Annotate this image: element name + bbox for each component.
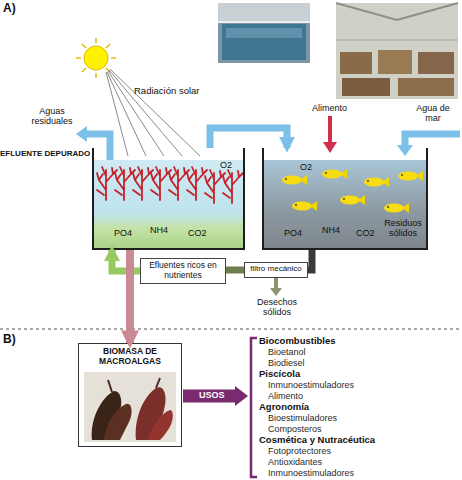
chemical-label: PO4 — [114, 228, 132, 238]
effluent-pipe — [226, 267, 244, 274]
box-label: filtro mecánico — [245, 265, 307, 274]
use-item: Fotoprotectores — [268, 446, 331, 456]
use-heading: Biocombustibles — [259, 336, 336, 347]
effluent-pipe — [308, 250, 312, 270]
uses-arrow — [183, 386, 248, 406]
chemical-label: CO2 — [188, 228, 207, 238]
filter-box: filtro mecánico — [244, 262, 308, 278]
flow-label: Aguas residuales — [28, 106, 76, 126]
flow-label: Desechos sólidos — [250, 297, 304, 317]
effluent-box: Efluentes ricos en nutrientes — [140, 258, 226, 284]
use-item: Inmunoestimuladores — [268, 380, 354, 390]
arrow-label: USOS — [199, 390, 225, 400]
use-heading: Piscícola — [259, 369, 300, 380]
chemical-label: O2 — [220, 160, 232, 170]
waste-arrow — [270, 278, 282, 296]
use-item: Composteros — [268, 424, 322, 434]
flow-label: Radiación solar — [134, 86, 199, 97]
fish-water — [264, 160, 426, 248]
use-item: Alimento — [268, 391, 303, 401]
macroalgae — [97, 167, 243, 203]
chemical-label: Residuos sólidos — [380, 218, 426, 238]
algae-water — [94, 160, 243, 248]
box-label: Efluentes ricos en nutrientes — [142, 261, 224, 280]
photo-tank — [218, 3, 310, 63]
oxygen-pipe — [210, 128, 287, 148]
chemical-label: O2 — [300, 162, 312, 172]
photo-greenhouse — [336, 3, 458, 99]
flow-label: Agua de mar — [408, 103, 458, 123]
fish-tank: O2PO4 NH4 CO2 Residuos sólidos — [262, 148, 428, 250]
flow-label: EFLUENTE DEPURADO — [0, 150, 90, 159]
algae-tank: O2PO4 NH4 CO2 — [92, 148, 245, 250]
sun — [76, 38, 116, 78]
box-title: BIOMASA DE MACROALGAS — [81, 347, 179, 366]
biomass-photo — [84, 372, 176, 442]
seawater-pipe — [397, 134, 460, 156]
use-heading: Cosmética y Nutracéutica — [259, 435, 375, 446]
biomass-box: BIOMASA DE MACROALGAS — [78, 343, 182, 447]
chemical-label: NH4 — [150, 225, 168, 235]
use-item: Antioxidantes — [268, 457, 322, 467]
separator — [0, 329, 462, 330]
fish — [282, 169, 423, 213]
use-item: Bioestimuladores — [268, 413, 337, 423]
use-item: Bioetanol — [268, 347, 306, 357]
chemical-label: CO2 — [356, 228, 375, 238]
biomass-arrow — [126, 250, 134, 343]
use-item: Inmunoestimuladores — [268, 468, 354, 478]
chemical-label: NH4 — [322, 225, 340, 235]
nutrient-pipe — [112, 250, 140, 271]
use-item: Biodiesel — [268, 358, 305, 368]
use-heading: Agronomía — [259, 402, 309, 413]
flow-label: Alimento — [312, 103, 347, 113]
panel-letter: A) — [3, 2, 16, 15]
uses-bracket — [251, 338, 257, 477]
panel-letter: B) — [3, 333, 16, 346]
chemical-label: PO4 — [284, 228, 302, 238]
solar-rays — [106, 69, 200, 156]
